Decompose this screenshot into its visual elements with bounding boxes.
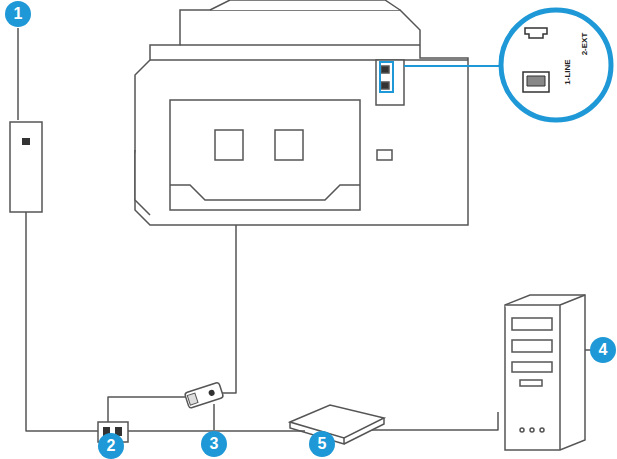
port-label: 2-EXT [580, 32, 590, 57]
zoom-leader [404, 65, 500, 67]
wall-jack [10, 122, 42, 212]
zoom-marker [380, 62, 393, 92]
port-label: 1-LINE [563, 58, 573, 85]
leader-line [17, 28, 19, 120]
printer [135, 0, 468, 225]
callout-number: 3 [201, 431, 227, 457]
port-zoom [501, 10, 611, 120]
dsl-modem [290, 405, 384, 444]
callout-number: 4 [590, 337, 616, 363]
computer-tower [505, 295, 585, 450]
splitter-to-filter-wire [108, 397, 186, 424]
leader-line [213, 404, 215, 430]
callout-number: 1 [5, 1, 31, 27]
dsl-filter [184, 382, 223, 408]
callout-number: 5 [309, 431, 335, 457]
modem-to-computer-wire [372, 412, 498, 430]
callout-number: 2 [98, 433, 124, 459]
